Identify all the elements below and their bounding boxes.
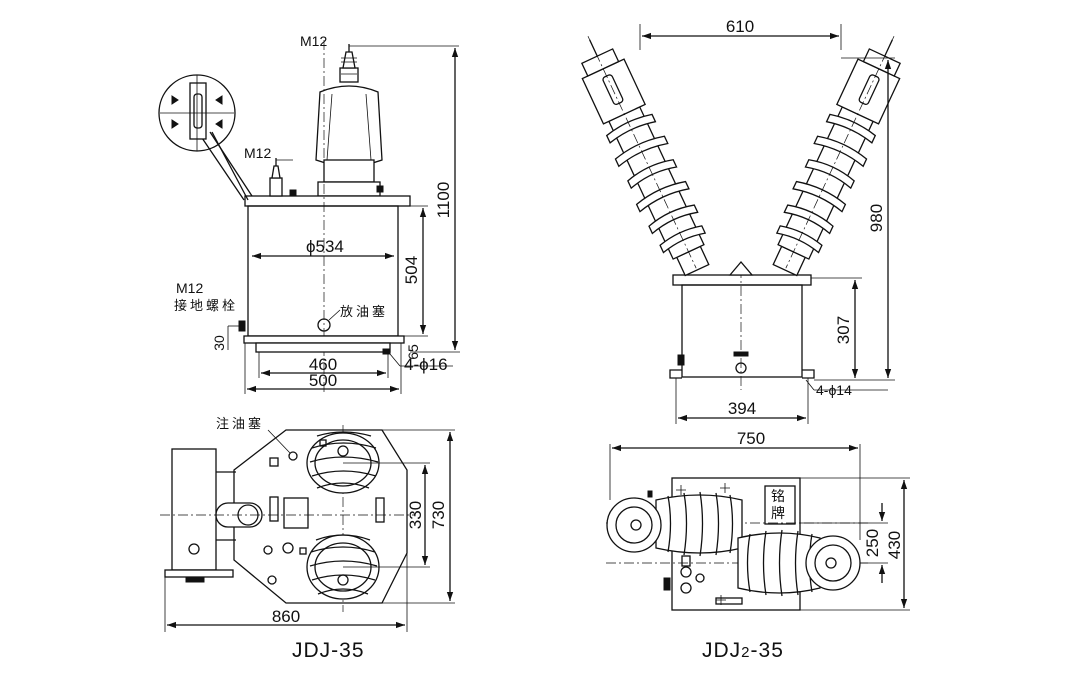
jdj2-35-front-view: 610 980 307 4-ϕ14 394: [580, 17, 902, 424]
dim-terminal-spacing: 610: [726, 17, 754, 36]
jdj2-35-top-view: 铭 牌 750: [606, 429, 910, 611]
label-top-terminal: M12: [300, 33, 327, 49]
dim-base-width-2: 394: [728, 399, 756, 418]
dim-base-inner: 460: [309, 355, 337, 374]
label-ground-bolt: 接地螺栓: [174, 298, 238, 313]
dim-bolt-height: 30: [211, 335, 227, 351]
dim-width-2: 750: [737, 429, 765, 448]
jdj35-top-view: 注油塞 330 730 860: [160, 416, 455, 632]
label-fill-plug: 注油塞: [216, 416, 264, 431]
jdj2-35-bushing-left: [580, 36, 710, 277]
label-drain-plug: 放油塞: [340, 304, 388, 319]
label-nameplate-2: 牌: [771, 505, 785, 521]
dim-tank-height-2: 307: [834, 316, 853, 344]
label-ground-bolt-spec: M12: [176, 280, 203, 296]
dim-diameter: ϕ534: [306, 237, 344, 256]
label-nameplate-1: 铭: [771, 488, 785, 504]
jdj2-35-bushing-left-top: [606, 490, 743, 557]
dim-mount-holes-2: 4-ϕ14: [816, 382, 852, 398]
dim-bushing-spacing: 330: [406, 501, 425, 529]
jdj2-35-bushing-right: [772, 36, 902, 277]
dim-base-thickness: 65: [405, 344, 421, 360]
dim-depth: 730: [429, 501, 448, 529]
dim-bushing-spacing-2: 250: [863, 529, 882, 557]
jdj2-35-bushing-right-top: [737, 529, 861, 597]
dim-height-total: 1100: [434, 182, 453, 219]
label-side-terminal: M12: [244, 145, 271, 161]
dim-height-total-2: 980: [867, 204, 886, 232]
title-jdj35: JDJ-35: [292, 639, 365, 662]
jdj35-front-view: ϕ534 放油塞 M12 接地螺栓 M12 M12: [158, 33, 460, 394]
dim-width: 860: [272, 607, 300, 626]
dim-tank-height: 504: [402, 256, 421, 284]
jdj35-bushing-top: [306, 431, 380, 494]
dim-mount-holes: 4-ϕ16: [404, 355, 448, 374]
title-jdj2-35: JDJ2-35: [702, 639, 784, 662]
dim-base-outer: 500: [309, 371, 337, 390]
dim-depth-2: 430: [885, 531, 904, 559]
